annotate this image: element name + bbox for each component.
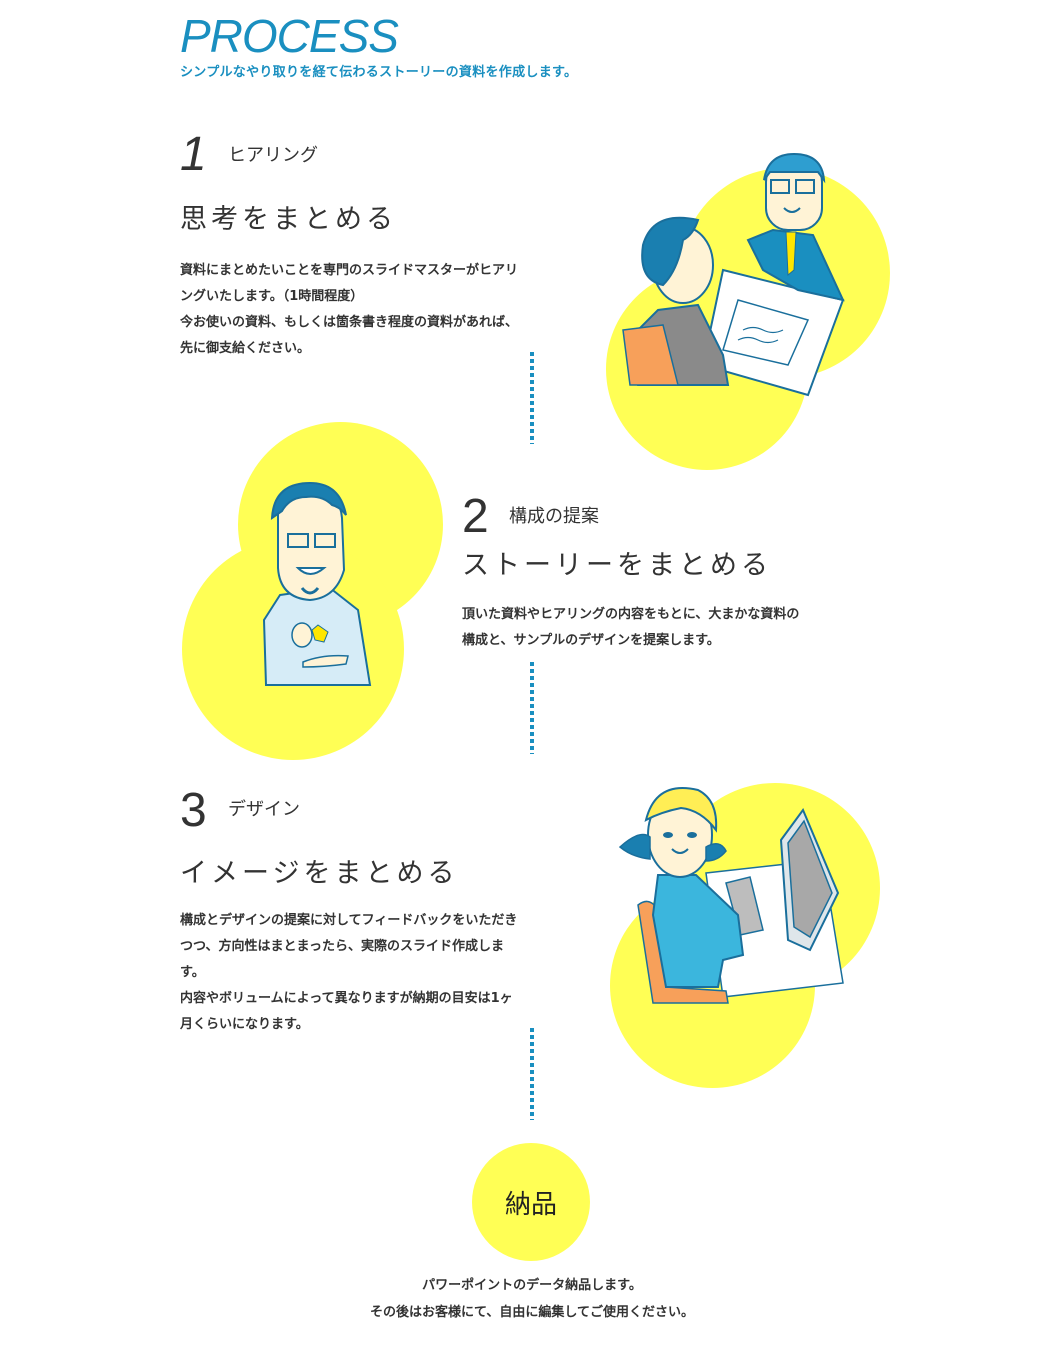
step-description: 構成とデザインの提案に対してフィードバックをいただき つつ、方向性はまとまったら… <box>180 908 600 1038</box>
step-label: デザイン <box>228 798 300 822</box>
step-description: 頂いた資料やヒアリングの内容をもとに、大まかな資料の 構成と、サンプルのデザイン… <box>462 602 902 654</box>
page-subtitle: シンプルなやり取りを経て伝わるストーリーの資料を作成します。 <box>180 64 577 82</box>
step-number: 3 <box>180 786 207 836</box>
delivery-text-line2: その後はお客様にて、自由に編集してご使用ください。 <box>0 1299 1064 1326</box>
connector-dots <box>530 352 534 444</box>
meeting-illustration <box>598 150 898 480</box>
delivery-label: 納品 <box>505 1184 557 1221</box>
presenter-illustration <box>180 420 460 770</box>
connector-dots <box>530 662 534 754</box>
connector-dots <box>530 1028 534 1120</box>
step-title: イメージをまとめる <box>180 856 458 892</box>
step-number: 1 <box>180 130 207 180</box>
step-title: 思考をまとめる <box>180 202 397 238</box>
step-label: 構成の提案 <box>509 505 599 529</box>
page-title: PROCESS <box>180 10 398 62</box>
step-label: ヒアリング <box>228 144 318 168</box>
step-description: 資料にまとめたいことを専門のスライドマスターがヒアリ ングいたします。（1時間程… <box>180 258 600 362</box>
step-title: ストーリーをまとめる <box>462 548 772 584</box>
delivery-circle: 納品 <box>472 1143 590 1261</box>
designer-illustration <box>598 775 888 1105</box>
step-number: 2 <box>462 492 489 542</box>
delivery-text-line1: パワーポイントのデータ納品します。 <box>0 1272 1064 1299</box>
